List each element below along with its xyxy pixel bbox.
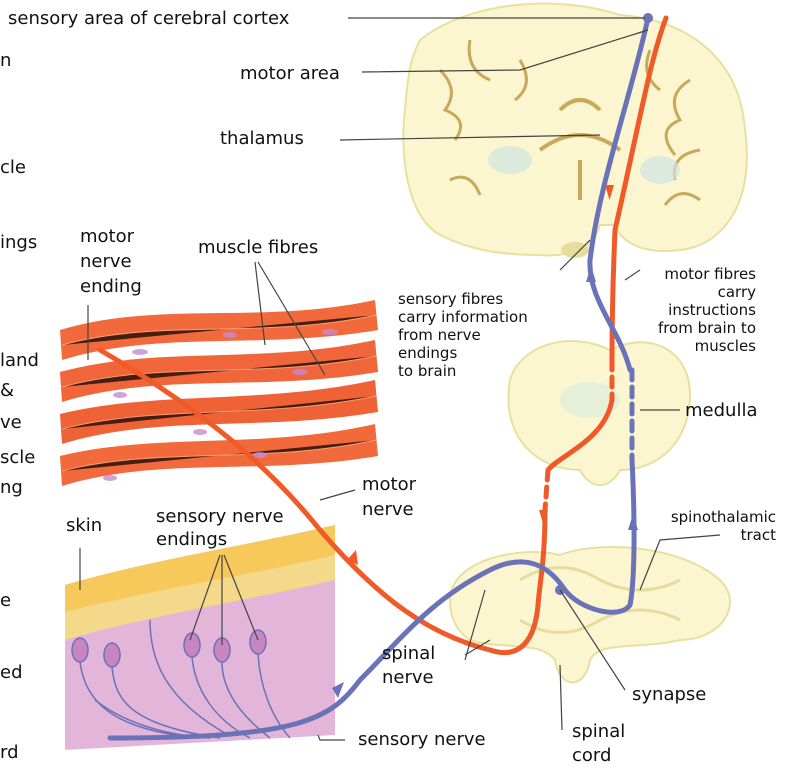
left-fragment-6: ve (0, 412, 22, 434)
medulla-section (508, 341, 690, 485)
sensory-arrow-up-cord (628, 514, 638, 530)
label-spinal-nerve: spinal nerve (382, 642, 435, 690)
left-fragment-4: land (0, 350, 39, 372)
skin-section (65, 525, 335, 750)
brain-section (403, 4, 747, 258)
left-fragment-7: scle (0, 447, 35, 469)
label-motor-nerve-ending: motor nerve ending (80, 224, 142, 299)
label-spinothalamic-tract: spinothalamic tract (640, 508, 776, 544)
left-fragment-2: cle (0, 157, 26, 179)
label-motor-fibres: motor fibres carry instructions from bra… (630, 265, 756, 355)
label-spinal-cord: spinal cord (572, 720, 625, 768)
left-fragment-5: & (0, 380, 14, 402)
left-fragment-8: ng (0, 477, 23, 499)
left-fragment-10: ed (0, 662, 23, 684)
left-fragment-11: rd (0, 742, 19, 764)
label-muscle-fibres: muscle fibres (198, 237, 318, 259)
sensory-arrow-up-brain (586, 266, 596, 282)
left-fragment-3: ings (0, 232, 37, 254)
label-medulla: medulla (685, 400, 757, 422)
label-motor-nerve: motor nerve (362, 472, 416, 522)
label-skin: skin (66, 515, 102, 537)
left-fragment-9: e (0, 590, 11, 612)
label-motor-area: motor area (240, 63, 340, 85)
left-fragment-1: n (0, 50, 11, 72)
label-synapse: synapse (632, 684, 706, 706)
label-thalamus: thalamus (220, 128, 304, 150)
label-sensory-nerve-endings: sensory nerve endings (156, 505, 284, 551)
muscle-fibres (60, 300, 378, 486)
label-sensory-fibres: sensory fibres carry information from ne… (398, 290, 528, 380)
label-sensory-area: sensory area of cerebral cortex (8, 8, 289, 30)
label-sensory-nerve: sensory nerve (358, 729, 486, 751)
